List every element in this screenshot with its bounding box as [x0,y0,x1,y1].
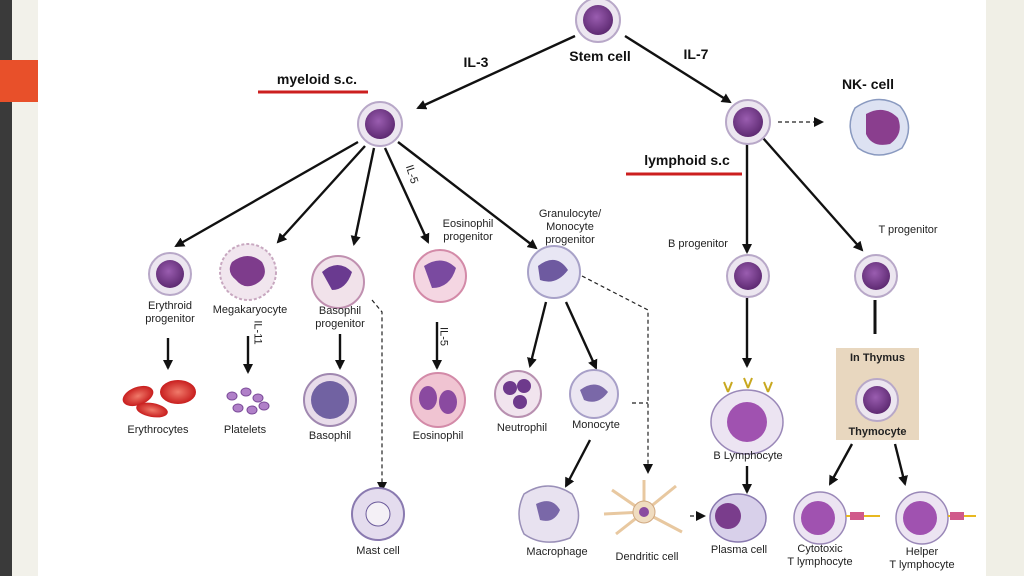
eosinophil-progenitor-label-2: progenitor [443,231,493,243]
eosinophil-progenitor-cell [413,249,467,303]
b-lymphocyte-cell [710,377,784,455]
erythroid-progenitor-cell [148,252,192,296]
gm-progenitor-cell [527,245,581,299]
mast-cell [351,487,405,541]
helper-label-1: Helper [905,546,939,558]
arrows [163,34,908,494]
b-lymphocyte-label: B Lymphocyte [713,450,783,462]
macrophage-label: Macrophage [526,546,588,558]
accent-bar [0,60,38,102]
plasma-cell [709,493,767,543]
dashed-arrows [371,117,824,521]
gm-progenitor-label-3: progenitor [545,234,595,246]
il7-label: IL-7 [683,46,709,62]
platelets-label: Platelets [223,424,267,436]
basophil-progenitor-label-1: Basophil [318,305,362,317]
erythroid-progenitor-label-1: Erythroid [147,300,193,312]
lymphoid-label: lymphoid s.c [644,152,730,168]
basophil-label: Basophil [308,430,352,442]
erythrocytes-label: Erythrocytes [127,424,189,436]
thymocyte-cell [855,378,899,422]
cytotoxic-label-2: T lymphocyte [787,556,853,568]
stem-cell [575,0,621,43]
erythroid-progenitor-label-2: progenitor [145,313,195,325]
eosinophil-cell [410,372,466,428]
il11-label: IL-11 [251,320,264,345]
plasma-cell-label: Plasma cell [710,544,768,556]
basophil-cell [303,373,357,427]
b-progenitor-cell [726,254,770,298]
cytotoxic-t-cell [793,491,880,545]
cytotoxic-label-1: Cytotoxic [797,543,843,555]
neutrophil-label: Neutrophil [496,422,548,434]
dendritic-cell [603,480,683,536]
eosinophil-progenitor-label-1: Eosinophil [442,218,494,230]
mast-cell-label: Mast cell [356,545,400,557]
t-progenitor-label: T progenitor [878,224,938,236]
helper-t-cell [895,491,976,545]
myeloid-label: myeloid s.c. [276,71,358,87]
helper-label-2: T lymphocyte [889,559,955,571]
thymocyte-label: Thymocyte [848,426,907,438]
megakaryocyte-label: Megakaryocyte [212,304,288,316]
gm-progenitor-label-1: Granulocyte/ [538,208,602,220]
erythrocytes-cells [122,380,196,418]
t-progenitor-cell [854,254,898,298]
megakaryocyte-cell [219,243,277,301]
platelets-cells [226,387,270,415]
lymphoid-stem-cell [725,99,771,145]
macrophage-cell [518,485,580,543]
basophil-progenitor-cell [311,255,365,309]
il5-label-bottom: IL-5 [437,327,450,346]
nk-cell [849,98,910,156]
in-thymus-label: In Thymus [849,352,905,364]
eosinophil-label: Eosinophil [412,430,464,442]
left-dark-bar [0,0,12,576]
basophil-progenitor-label-2: progenitor [315,318,365,330]
right-panel [986,0,1024,576]
monocyte-cell [569,369,619,419]
neutrophil-cell [494,370,542,418]
b-progenitor-label: B progenitor [668,238,728,250]
myeloid-stem-cell [357,101,403,147]
monocyte-label: Monocyte [572,419,620,431]
gm-progenitor-label-2: Monocyte [546,221,594,233]
il3-label: IL-3 [463,54,489,70]
nk-cell-label: NK- cell [841,76,895,92]
dendritic-cell-label: Dendritic cell [615,551,679,563]
stem-cell-label: Stem cell [569,48,631,64]
